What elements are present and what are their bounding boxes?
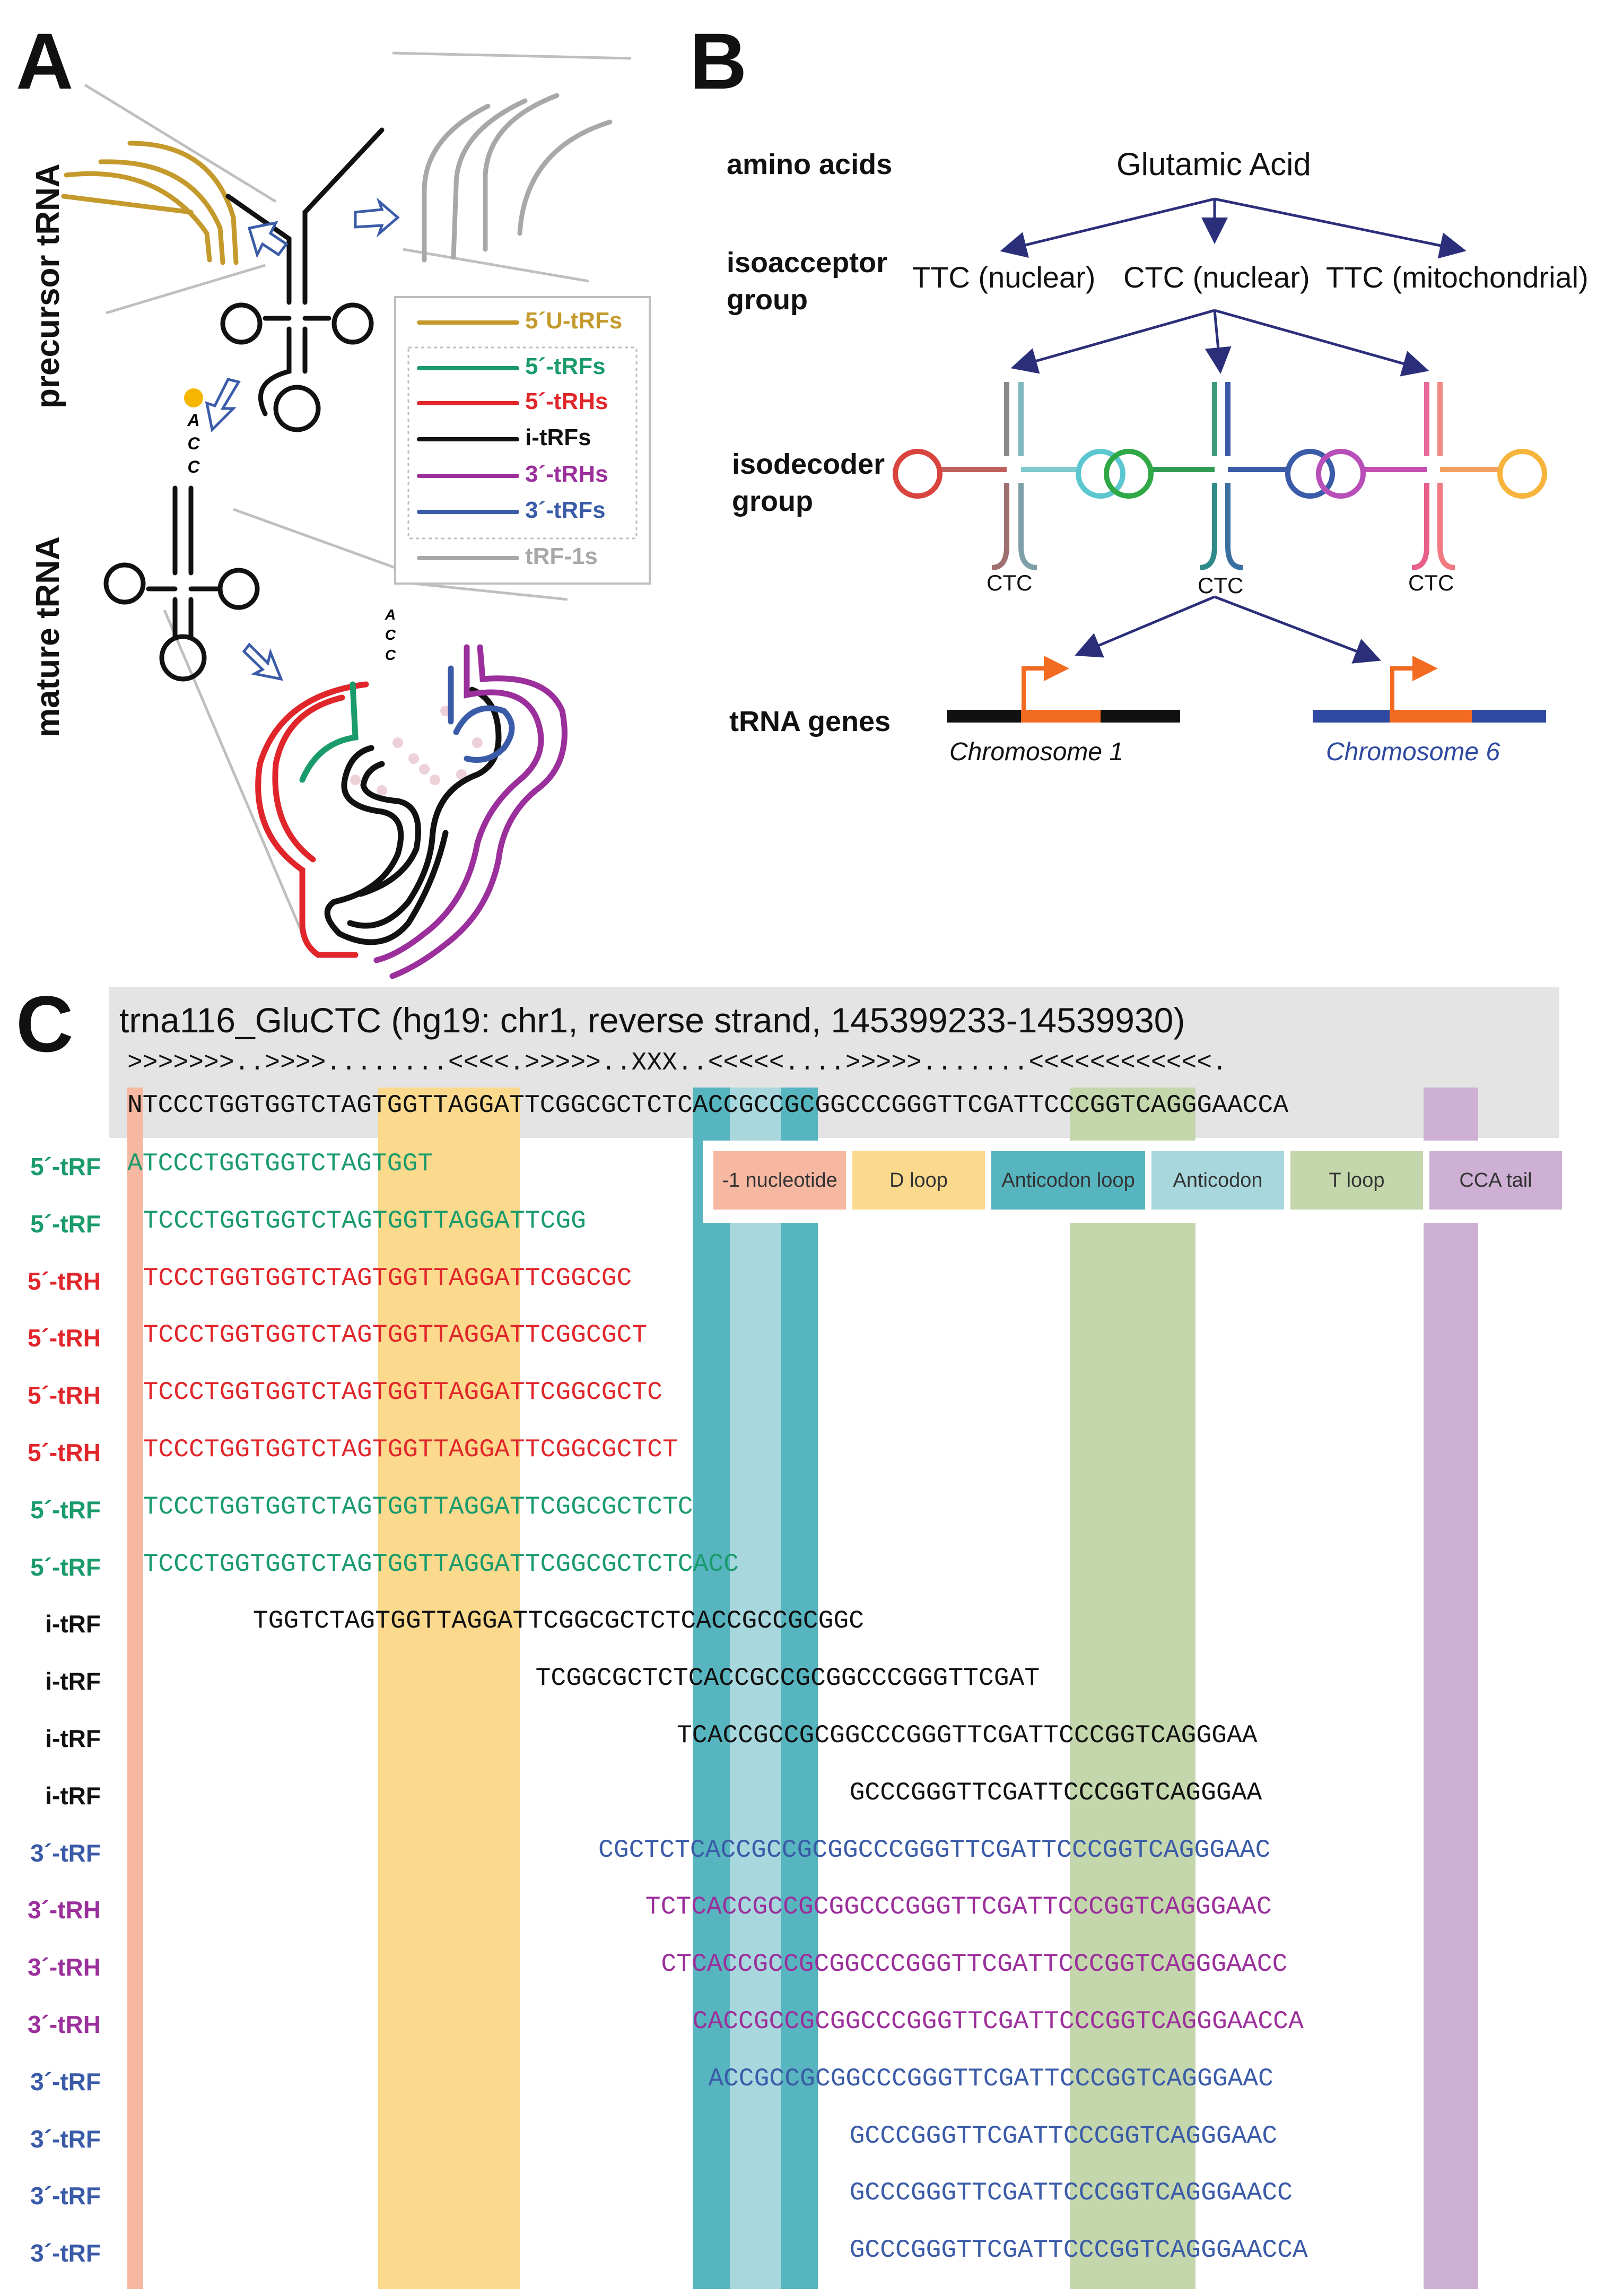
fragment-sequence: TCCCTGGTGGTCTAGTGGTTAGGATTCGG bbox=[143, 1206, 586, 1236]
acc-letter-c1: C bbox=[187, 434, 200, 453]
fragment-label: 3´-tRH bbox=[28, 1896, 101, 1924]
band-cca-tail bbox=[1424, 1088, 1478, 2289]
fragment-sequence: GCCCGGGTTCGATTCCCGGTCAGGGAA bbox=[849, 1778, 1262, 1807]
fragment-sequence: TCGGCGCTCTCACCGCCGCGGCCCGGGTTCGAT bbox=[535, 1664, 1040, 1693]
sequence-header-box bbox=[109, 987, 1559, 1138]
fragment-sequence: TCCCTGGTGGTCTAGTGGTTAGGATTCGGCGCTCTCACC bbox=[143, 1550, 739, 1579]
fragment-label: 5´-tRH bbox=[28, 1324, 101, 1352]
legend-a-trf-1s: tRF-1s bbox=[525, 543, 598, 569]
band-minus1-nucleotide bbox=[127, 1088, 143, 2289]
legend-a-i-trfs: i-tRFs bbox=[525, 424, 591, 450]
acc-tail-letters: A C C bbox=[183, 408, 204, 479]
fragment-sequence: TCCCTGGTGGTCTAGTGGTTAGGATTCGGCGCTC bbox=[143, 1378, 662, 1407]
acc-letter-c2-2: C bbox=[385, 647, 396, 663]
fragment-sequence: CTCACCGCCGCGGCCCGGGTTCGATTCCCGGTCAGGGAAC… bbox=[661, 1950, 1288, 1979]
label-isoacceptor-group: isoacceptor group bbox=[727, 247, 888, 316]
fragment-label: 3´-tRF bbox=[30, 2125, 101, 2153]
fragment-label: i-tRF bbox=[45, 1667, 101, 1695]
chromosome-6-label: Chromosome 6 bbox=[1326, 738, 1500, 766]
panel-c-letter: C bbox=[16, 979, 74, 1068]
fragment-sequence: TCCCTGGTGGTCTAGTGGTTAGGATTCGGCGCT bbox=[143, 1321, 648, 1350]
fragment-sequence: TCACCGCCGCGGCCCGGGTTCGATTCCCGGTCAGGGAA bbox=[677, 1721, 1258, 1750]
isoacceptor-ctc-nuclear: CTC (nuclear) bbox=[1123, 260, 1310, 294]
fragment-label: i-tRF bbox=[45, 1610, 101, 1638]
fragment-label: 3´-tRF bbox=[30, 2239, 101, 2267]
label-amino-acids: amino acids bbox=[727, 149, 893, 180]
legend-c-items: -1 nucleotide D loop Anticodon loop Anti… bbox=[713, 1151, 1562, 1210]
fragment-sequence: CACCGCCGCGGCCCGGGTTCGATTCCCGGTCAGGGAACCA bbox=[692, 2007, 1304, 2036]
fragment-label: 3´-tRF bbox=[30, 2067, 101, 2095]
fragment-sequence: TCTCACCGCCGCGGCCCGGGTTCGATTCCCGGTCAGGGAA… bbox=[645, 1893, 1272, 1922]
legend-a-5-trhs: 5´-tRHs bbox=[525, 388, 608, 414]
fragment-label: i-tRF bbox=[45, 1781, 101, 1810]
fragment-map-illustration bbox=[255, 644, 568, 979]
fragment-label: 5´-tRH bbox=[28, 1267, 101, 1295]
acc-letter-c1-2: C bbox=[385, 627, 396, 643]
fragment-label: 5´-tRH bbox=[28, 1381, 101, 1410]
fragment-label: 5´-tRH bbox=[28, 1439, 101, 1466]
isoacceptor-ttc-mito: TTC (mitochondrial) bbox=[1326, 260, 1589, 294]
acc-letter-a-2: A bbox=[385, 606, 396, 623]
legend-c-anticodon-loop: Anticodon loop bbox=[991, 1151, 1145, 1210]
fragment-label: i-tRF bbox=[45, 1725, 101, 1752]
fragment-sequence: TCCCTGGTGGTCTAGTGGTTAGGATTCGGCGCTCTC bbox=[143, 1492, 693, 1521]
anticodon-label-2: CTC bbox=[1198, 573, 1244, 598]
band-t-loop bbox=[1070, 1088, 1195, 2289]
label-trna-genes: tRNA genes bbox=[729, 706, 891, 737]
anticodon-label-1: CTC bbox=[987, 570, 1033, 595]
anticodon-label-3: CTC bbox=[1408, 570, 1454, 595]
legend-c-t-loop: T loop bbox=[1290, 1151, 1423, 1210]
fragment-sequence: CGCTCTCACCGCCGCGGCCCGGGTTCGATTCCCGGTCAGG… bbox=[598, 1836, 1271, 1865]
fragment-sequence: GCCCGGGTTCGATTCCCGGTCAGGGAACC bbox=[849, 2179, 1293, 2208]
fragment-sequence: TCCCTGGTGGTCTAGTGGTTAGGATTCGGCGCTCT bbox=[143, 1436, 678, 1464]
fragment-sequence: ACCGCCGCGGCCCGGGTTCGATTCCCGGTCAGGGAAC bbox=[708, 2064, 1273, 2093]
fragment-label: 3´-tRH bbox=[28, 1953, 101, 1981]
fragment-label: 3´-tRF bbox=[30, 2182, 101, 2210]
acc-letter-c2: C bbox=[187, 457, 200, 476]
legend-a-3-trhs: 3´-tRHs bbox=[525, 461, 608, 487]
isoacceptor-ttc-nuclear: TTC (nuclear) bbox=[912, 260, 1096, 294]
fragment-label: 5´-tRF bbox=[30, 1210, 101, 1238]
legend-c-d-loop: D loop bbox=[852, 1151, 985, 1210]
chromosome-1-label: Chromosome 1 bbox=[949, 738, 1124, 766]
panel-a-letter: A bbox=[16, 16, 74, 106]
fragment-label: 5´-tRF bbox=[30, 1495, 101, 1524]
legend-a-3-trfs: 3´-tRFs bbox=[525, 497, 606, 523]
amino-acid-name: Glutamic Acid bbox=[1116, 146, 1311, 182]
legend-c-cca-tail: CCA tail bbox=[1429, 1151, 1562, 1210]
fragment-label: 3´-tRH bbox=[28, 2011, 101, 2038]
fragment-sequence: TCCCTGGTGGTCTAGTGGTTAGGATTCGGCGC bbox=[143, 1264, 632, 1293]
sequence-title: trna116_GluCTC (hg19: chr1, reverse stra… bbox=[119, 1001, 1185, 1040]
secondary-structure-string: >>>>>>>..>>>>........<<<<.>>>>>..XXX..<<… bbox=[127, 1049, 1227, 1077]
fragment-label: 5´-tRF bbox=[30, 1553, 101, 1581]
acc-tail-letters-fragment-map: A C C bbox=[381, 605, 400, 665]
legend-a-5u-trfs: 5´U-tRFs bbox=[525, 308, 623, 334]
legend-c-minus1: -1 nucleotide bbox=[713, 1151, 846, 1210]
panel-b-letter: B bbox=[690, 16, 747, 106]
band-anticodon bbox=[730, 1088, 781, 2289]
legend-a-5-trfs: 5´-tRFs bbox=[525, 353, 606, 379]
panel-b-diagram bbox=[893, 197, 1547, 723]
fragment-sequence: ATCCCTGGTGGTCTAGTGGT bbox=[127, 1150, 433, 1178]
panel-a-diagram bbox=[61, 51, 651, 934]
fragment-label: 5´-tRF bbox=[30, 1153, 101, 1180]
fragment-label: 3´-tRF bbox=[30, 1839, 101, 1867]
label-isodecoder-group: isodecoder group bbox=[732, 448, 885, 518]
fragment-sequence: GCCCGGGTTCGATTCCCGGTCAGGGAACCA bbox=[849, 2236, 1308, 2265]
band-d-loop bbox=[378, 1088, 520, 2289]
legend-c-anticodon: Anticodon bbox=[1151, 1151, 1284, 1210]
fragment-sequence: TGGTCTAGTGGTTAGGATTCGGCGCTCTCACCGCCGCGGC bbox=[252, 1607, 864, 1636]
reference-sequence: NTCCCTGGTGGTCTAGTGGTTAGGATTCGGCGCTCTCACC… bbox=[127, 1091, 1289, 1120]
acc-letter-a: A bbox=[187, 411, 200, 430]
fragment-sequence: GCCCGGGTTCGATTCCCGGTCAGGGAAC bbox=[849, 2121, 1278, 2151]
